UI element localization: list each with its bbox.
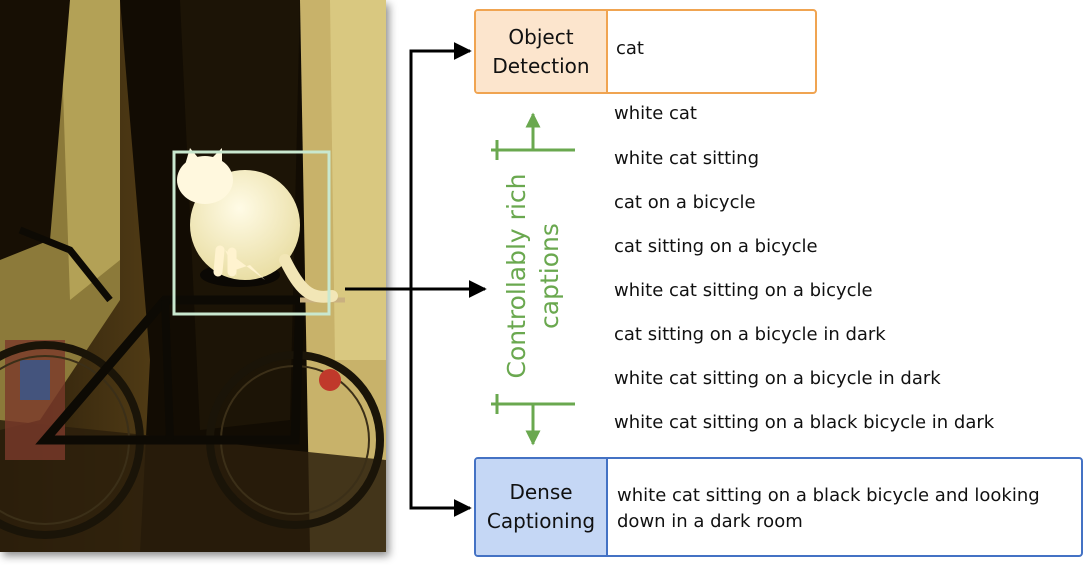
controllably-rich-captions-label: Controllably rich captions xyxy=(502,173,564,379)
caption-item: white cat xyxy=(614,103,697,124)
dense-captioning-label: Dense Captioning xyxy=(476,459,608,555)
cat-bicycle-photo xyxy=(0,0,386,552)
object-detection-caption: cat xyxy=(616,38,644,59)
arrow-to-dense-captioning xyxy=(409,289,472,517)
caption-item: white cat sitting on a black bicycle in … xyxy=(614,412,995,433)
arrow-to-object-detection xyxy=(409,42,472,289)
caption-item: white cat sitting on a bicycle xyxy=(614,280,873,301)
caption-item: cat on a bicycle xyxy=(614,192,756,213)
caption-item: cat sitting on a bicycle xyxy=(614,236,818,257)
object-detection-label: Object Detection xyxy=(476,11,608,92)
caption-item: white cat sitting xyxy=(614,148,760,169)
caption-item: cat sitting on a bicycle in dark xyxy=(614,324,886,345)
object-detection-box: Object Detection cat xyxy=(474,9,817,94)
dense-captioning-box: Dense Captioning white cat sitting on a … xyxy=(474,457,1083,557)
caption-item: white cat sitting on a bicycle in dark xyxy=(614,368,941,389)
dense-captioning-caption: white cat sitting on a black bicycle and… xyxy=(617,485,1040,532)
